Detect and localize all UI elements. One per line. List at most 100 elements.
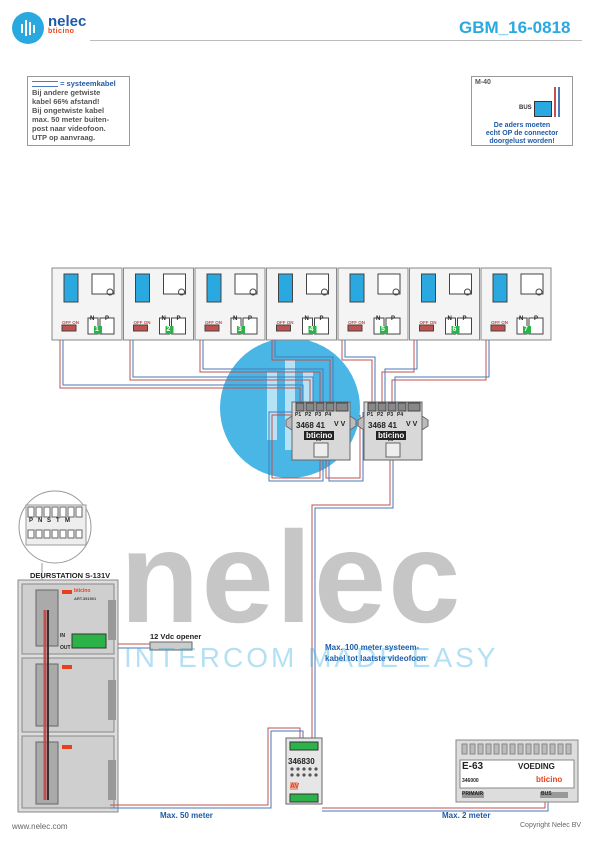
monitor-off-on: OFF ON	[491, 320, 508, 325]
distributor-brand: bticino	[376, 431, 407, 440]
header-rule	[90, 40, 582, 41]
monitor-p-label: P	[319, 316, 324, 322]
psu-brand: bticino	[536, 775, 563, 784]
monitor-unit	[51, 267, 123, 341]
max100-note: Max. 100 meter systeem-	[325, 643, 420, 652]
monitor-number: 1	[95, 326, 99, 333]
m40-wire-blue	[558, 87, 560, 117]
monitor-number: 4	[309, 326, 314, 333]
door-in-label: IN	[60, 633, 65, 639]
max2-note: Max. 2 meter	[442, 811, 491, 820]
monitor-p-label: P	[105, 316, 110, 322]
monitor-n-label: N	[161, 316, 166, 322]
monitor-unit	[194, 267, 266, 341]
av-label: AV	[290, 783, 300, 790]
legend-line: post naar videofoon.	[32, 124, 106, 133]
monitor-n-label: N	[376, 316, 381, 322]
distributor-brand: bticino	[304, 431, 335, 440]
psu-code: 346000	[462, 778, 479, 784]
monitor-p-label: P	[176, 316, 181, 322]
monitor-off-on: OFF ON	[133, 320, 151, 325]
door-out-label: OUT	[60, 645, 71, 651]
distributor-unit	[357, 401, 429, 461]
m40-note-line: doorgelust worden!	[489, 138, 555, 145]
av-model: 346830	[288, 757, 315, 766]
document-code: GBM_16-0818	[459, 18, 571, 37]
monitor-unit	[123, 267, 194, 341]
distributor-port-label: P2	[377, 412, 384, 418]
bus-door-to-av	[110, 727, 301, 806]
distributor-wires	[268, 411, 394, 740]
monitor-wires	[59, 340, 490, 408]
monitor-p-label: P	[248, 316, 253, 322]
legend-line: kabel 66% afstand!	[32, 97, 100, 106]
opener-label: 12 Vdc opener	[150, 632, 202, 641]
monitor-off-on: OFF ON	[348, 320, 365, 325]
callout-terminal-label: M	[65, 518, 70, 524]
legend-key: = systeemkabel	[60, 79, 116, 88]
monitor-n-label: N	[90, 316, 95, 322]
distributor-vv: V V	[406, 421, 418, 428]
monitor-off-on: OFF ON	[276, 320, 294, 325]
m40-bus-label: BUS	[519, 105, 532, 111]
monitor-p-label: P	[391, 316, 396, 322]
distributor-port-label: P1	[367, 412, 374, 418]
door-opener	[149, 641, 193, 651]
callout-terminal-label: T	[56, 518, 60, 524]
legend-line: Bij ongetwiste kabel	[32, 106, 105, 115]
monitor-n-label: N	[447, 316, 452, 322]
psu-bus: BUS	[541, 791, 552, 797]
m40-note-line: De aders moeten	[493, 122, 551, 129]
monitor-number: 3	[238, 326, 242, 333]
callout-terminal-label: P	[29, 518, 34, 524]
monitor-n-label: N	[304, 316, 309, 322]
distributor-port-label: P3	[315, 412, 322, 418]
legend-box: = systeemkabel Bij andere getwiste kabel…	[27, 76, 130, 146]
legend-line: max. 50 meter buiten-	[32, 115, 110, 124]
legend-cable-swatch	[32, 81, 58, 88]
logo-word: nelec	[48, 13, 87, 30]
m40-note: De aders moeten echt OP de connector doo…	[474, 122, 570, 146]
logo-brand: bticino	[48, 28, 75, 35]
max100-note-2: kabel tot laatste videofoon	[325, 654, 426, 663]
monitor-off-on: OFF ON	[419, 320, 437, 325]
door-station-title: DEURSTATION S-131V	[30, 571, 111, 580]
distributor-vv: V V	[334, 421, 346, 428]
distributor-port-label: P4	[325, 412, 332, 418]
monitor-n-label: N	[233, 316, 238, 322]
terminal-callout	[18, 490, 92, 600]
m40-box: M-40 BUS De aders moeten echt OP de conn…	[471, 76, 573, 146]
monitor-number: 6	[452, 326, 457, 333]
monitor-n-label: N	[519, 316, 524, 322]
monitor-unit	[409, 267, 480, 341]
distributor-port-label: P3	[387, 412, 394, 418]
legend-line: UTP op aanvraag.	[32, 133, 96, 142]
monitor-off-on: OFF ON	[205, 320, 222, 325]
door-module-code: ART.351501	[74, 596, 97, 601]
distributor-in: IN	[388, 437, 393, 443]
monitor-p-label: P	[534, 316, 539, 322]
m40-connector-icon	[534, 101, 552, 117]
monitor-number: 7	[524, 326, 528, 333]
nelec-logo	[12, 12, 44, 44]
door-module-brand: bticino	[74, 588, 91, 594]
distributor-model: 3468 41	[368, 421, 397, 430]
monitor-unit	[480, 267, 552, 341]
monitor-unit	[337, 267, 409, 341]
m40-label: M-40	[475, 79, 491, 86]
monitor-unit	[266, 267, 337, 341]
psu-model: E-63	[462, 761, 484, 772]
callout-terminal-label: S	[47, 518, 52, 524]
distributor-in: IN	[316, 437, 321, 443]
watermark-word: nelec	[120, 504, 463, 650]
footer-copyright: Copyright Nelec BV	[520, 822, 582, 829]
callout-terminal-label: N	[38, 518, 43, 524]
distributor-port-label: P2	[305, 412, 312, 418]
psu-voeding: VOEDING	[518, 762, 555, 771]
m40-wire-red	[554, 87, 556, 117]
distributor-model: 3468 41	[296, 421, 325, 430]
monitor-p-label: P	[462, 316, 467, 322]
legend-line: Bij andere getwiste	[32, 88, 101, 97]
monitor-off-on: OFF ON	[62, 320, 79, 325]
